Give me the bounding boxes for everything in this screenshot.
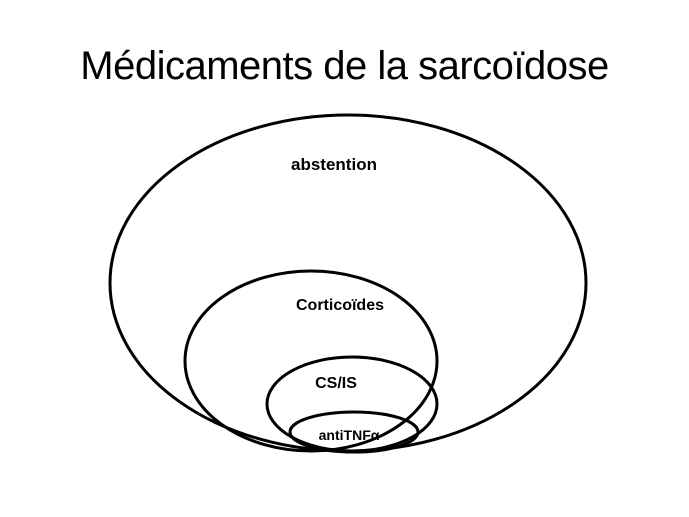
slide-title: Médicaments de la sarcoïdose bbox=[80, 44, 609, 88]
label-corticoides: Corticoïdes bbox=[296, 297, 384, 314]
label-cs-is: CS/IS bbox=[315, 375, 357, 392]
ellipse-level-corticoides bbox=[183, 269, 439, 453]
label-antitnf: antiTNFα bbox=[319, 427, 380, 443]
label-abstention: abstention bbox=[291, 155, 377, 174]
ellipse-level-antitnf bbox=[288, 410, 420, 454]
